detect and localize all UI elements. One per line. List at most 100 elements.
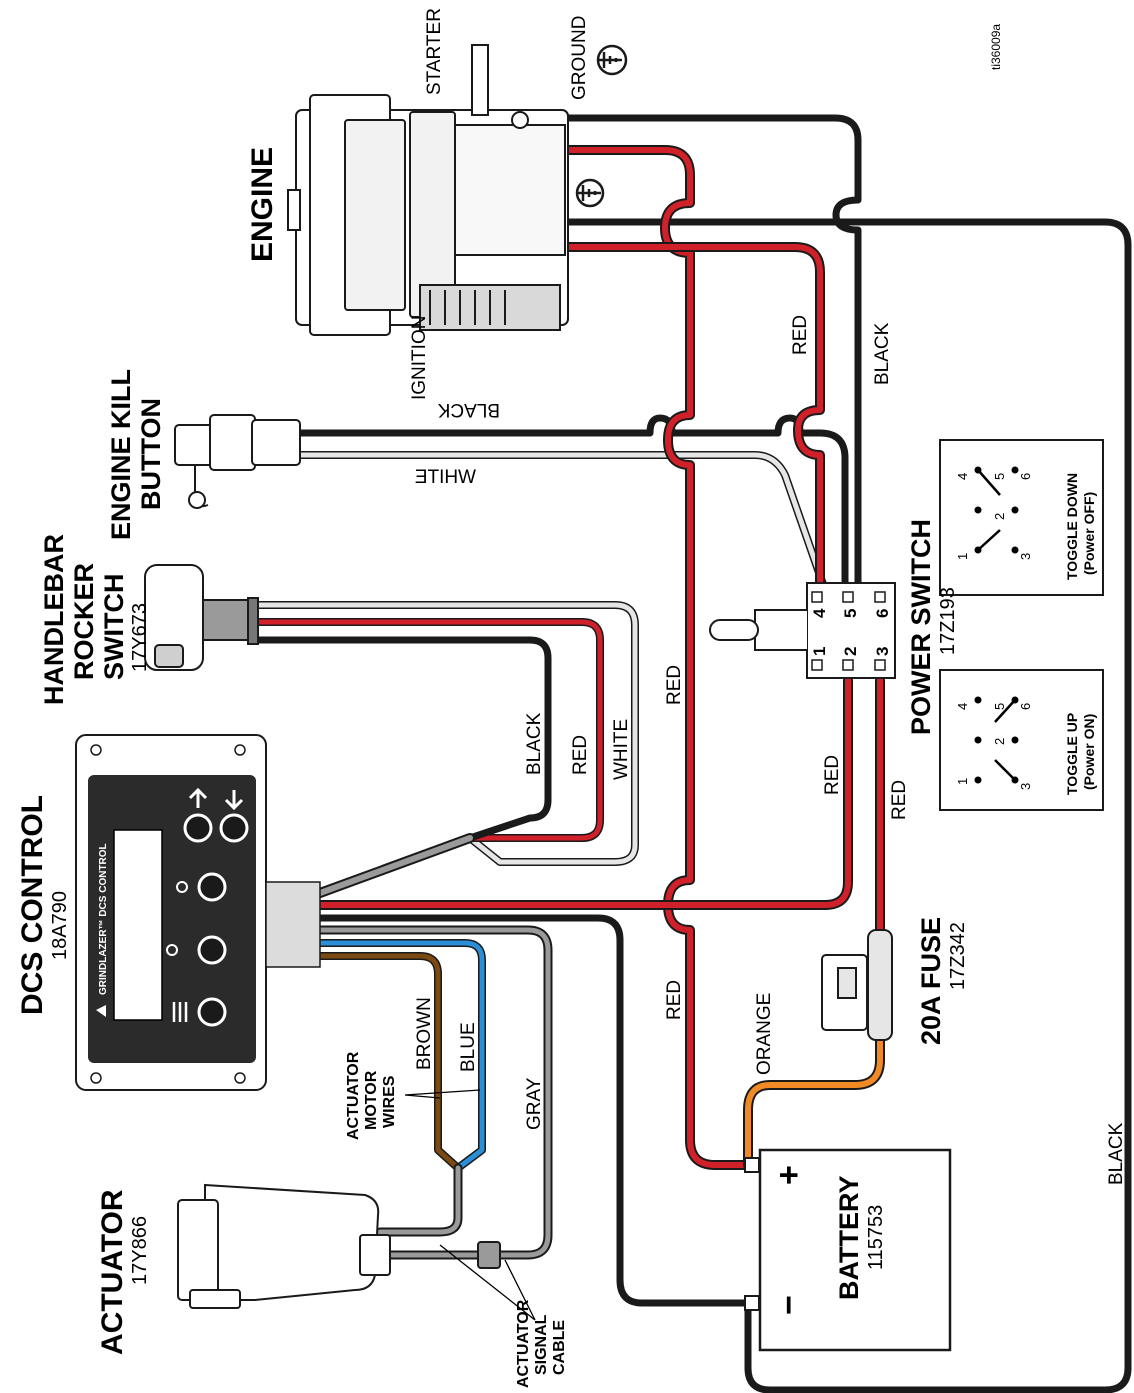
tu-num-6: 6 — [1018, 703, 1033, 710]
left-arrow-icon — [188, 787, 208, 808]
wire-label-red-battery: RED — [664, 980, 685, 1020]
actuator-part: 17Y866 — [129, 1216, 151, 1285]
wire-label-handlebar-black: BLACK — [524, 712, 545, 775]
engine — [287, 44, 569, 336]
graco-logo-icon — [96, 1005, 106, 1017]
motor-wires-leader — [404, 1089, 481, 1099]
wire-label-handlebar-red: RED — [570, 735, 591, 775]
wire-label-gray: GRAY — [524, 1077, 545, 1130]
starter-label: STARTER — [424, 8, 445, 95]
battery-minus: − — [770, 1295, 808, 1315]
toggle-lever[interactable] — [754, 609, 807, 651]
menu-icon — [172, 1002, 188, 1022]
fuse-title: 20A FUSE — [916, 917, 946, 1045]
switch-terminal-3: 3 — [873, 647, 892, 656]
handlebar-rocker-switch — [144, 564, 259, 671]
wire-label-white-kill: WHITE — [415, 467, 476, 488]
handlebar-white-wire — [251, 601, 639, 866]
white-kill-wire — [296, 451, 829, 594]
handlebar-title-1: HANDLEBAR — [39, 534, 69, 705]
doc-id-label: ti36009a — [989, 24, 1003, 70]
red-dcs-switch-wire — [315, 675, 853, 910]
actuator — [177, 1183, 391, 1309]
ground-icon — [596, 44, 628, 76]
fuse-part: 17Z342 — [947, 922, 969, 990]
toggle-up-line2: (Power ON) — [1081, 714, 1097, 790]
wire-label-handlebar-white: WHITE — [611, 719, 632, 780]
wire-label-black-ground: BLACK — [872, 322, 893, 385]
menu-button[interactable] — [197, 997, 227, 1027]
toggle-up-line1: TOGGLE UP — [1064, 713, 1080, 795]
actuator-title: ACTUATOR — [96, 1189, 129, 1355]
tu-num-2: 2 — [992, 738, 1007, 745]
motor-wires-1: ACTUATOR — [345, 1051, 362, 1140]
dcs-control: GRINDLAZER™ DCS CONTROL — [75, 734, 321, 1091]
engine-title: ENGINE — [246, 147, 279, 262]
handlebar-title-2: ROCKER — [69, 563, 99, 680]
dcs-brand: GRINDLAZER™ DCS CONTROL — [98, 843, 109, 995]
engine-kill-button — [174, 414, 301, 509]
dcs-title: DCS CONTROL — [16, 795, 49, 1015]
battery-part: 115753 — [865, 1205, 887, 1270]
td-num-1: 1 — [955, 553, 970, 560]
wire-label-black-battery: BLACK — [1106, 1122, 1127, 1185]
starter-shaft — [471, 44, 489, 116]
signal-cable-3: CABLE — [551, 1320, 568, 1375]
right-arrow-button[interactable] — [219, 813, 249, 843]
td-num-3: 3 — [1018, 553, 1033, 560]
switch-terminal-2: 2 — [841, 647, 860, 656]
td-num-5: 5 — [992, 473, 1007, 480]
lower-button[interactable] — [197, 935, 227, 965]
switch-terminal-4: 4 — [810, 608, 829, 618]
ignition-label: IGNITION — [409, 316, 430, 400]
right-arrow-icon — [224, 790, 244, 811]
signal-cable-2: SIGNAL — [533, 1314, 550, 1375]
raise-button[interactable] — [197, 872, 227, 902]
dcs-cable-boot — [265, 881, 321, 968]
actuator-motor-cable — [375, 1163, 463, 1237]
dcs-part: 18A790 — [49, 891, 71, 960]
wires — [251, 114, 1132, 1393]
dcs-display — [113, 829, 163, 1021]
left-arrow-button[interactable] — [183, 813, 213, 843]
power-switch-title: POWER SWITCH — [906, 519, 936, 735]
motor-wires-2: MOTOR — [363, 1070, 380, 1130]
wire-label-black-kill: BLACK — [437, 399, 500, 420]
toggle-up-diagram — [939, 669, 1104, 811]
ground-label: GROUND — [569, 16, 590, 100]
handlebar-title-3: SWITCH — [99, 574, 129, 680]
wire-label-orange: ORANGE — [754, 993, 775, 1075]
tu-num-4: 4 — [955, 703, 970, 710]
raise-icon — [176, 881, 188, 893]
black-kill-wire — [296, 414, 849, 594]
engine-kill-title-2: BUTTON — [136, 398, 166, 510]
tu-num-1: 1 — [955, 778, 970, 785]
labels: ti36009a ENGINE STARTER GROUND IGNITION … — [16, 8, 1127, 1388]
wire-label-red-starter: RED — [664, 665, 685, 705]
td-num-6: 6 — [1018, 473, 1033, 480]
toggle-down-line1: TOGGLE DOWN — [1064, 473, 1080, 580]
td-num-4: 4 — [955, 473, 970, 480]
lower-icon — [166, 944, 178, 956]
battery — [744, 1148, 952, 1352]
power-switch-part: 17Z193 — [937, 587, 959, 655]
signal-cable-1: ACTUATOR — [515, 1299, 532, 1388]
power-switch: 4 5 6 1 2 3 — [709, 582, 896, 679]
tu-num-5: 5 — [992, 703, 1007, 710]
handlebar-part: 17Y673 — [129, 603, 151, 672]
wire-label-red-ignition: RED — [790, 315, 811, 355]
tu-num-3: 3 — [1018, 783, 1033, 790]
switch-terminal-6: 6 — [873, 609, 892, 618]
black-dcs-battery-wire — [316, 914, 752, 1307]
wire-label-blue: BLUE — [458, 1022, 479, 1072]
fuse — [821, 929, 893, 1041]
toggle-down-line2: (Power OFF) — [1081, 492, 1097, 575]
wire-label-red-dcs: RED — [822, 755, 843, 795]
battery-title: BATTERY — [834, 1176, 864, 1301]
wire-label-brown: BROWN — [414, 997, 435, 1070]
toggle-down-diagram — [939, 439, 1104, 596]
switch-terminal-1: 1 — [810, 647, 829, 656]
wire-label-red-fuse: RED — [889, 780, 910, 820]
signal-connector — [477, 1241, 501, 1269]
